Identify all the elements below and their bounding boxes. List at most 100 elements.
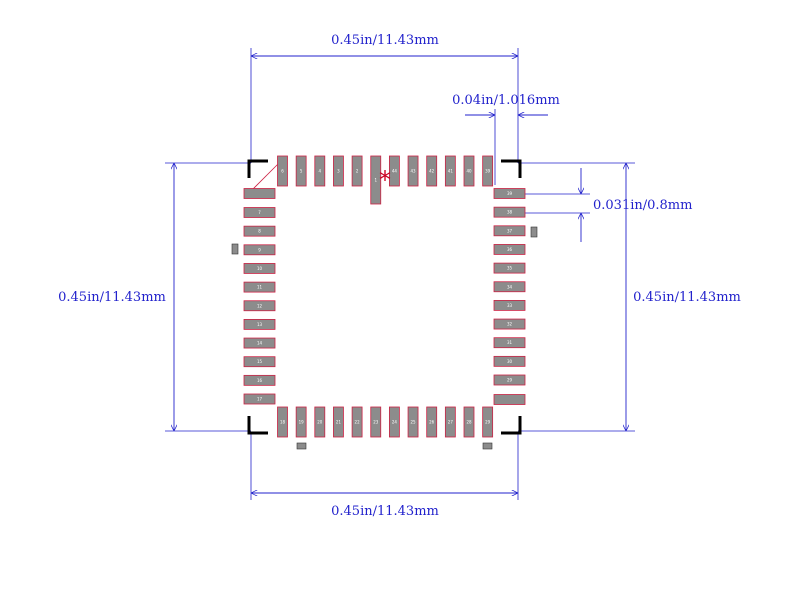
pad-right	[493, 225, 526, 237]
pad-right-label: 36	[507, 247, 513, 252]
right-height-label: 0.45in/11.43mm	[633, 290, 741, 305]
body-corner-marks	[247, 159, 522, 435]
left-height-label: 0.45in/11.43mm	[58, 290, 166, 305]
pad-top	[370, 155, 382, 205]
pad-bottom	[314, 406, 326, 438]
pitch-label: 0.04in/1.016mm	[452, 93, 560, 108]
pad-right-label: 33	[507, 303, 513, 308]
pad-left	[243, 263, 276, 274]
pad-left-label: 15	[257, 359, 263, 364]
pad-right-label: 39	[507, 191, 513, 196]
pad-right-label: 29	[507, 378, 513, 383]
pad-bottom-label: 21	[336, 420, 342, 425]
bottom-width-label: 0.45in/11.43mm	[331, 504, 439, 519]
pad-bottom	[426, 406, 438, 438]
pad-top-label: 39	[485, 169, 491, 174]
pad-bottom-label: 20	[317, 420, 323, 425]
pad-bottom	[333, 406, 344, 438]
pad-left-label: 10	[257, 266, 263, 271]
pad-top-label: 44	[392, 169, 398, 174]
pad-bottom	[277, 406, 288, 438]
pad-left-label: 8	[258, 229, 261, 234]
pad-right	[493, 281, 526, 293]
pad-bottom	[351, 406, 363, 438]
reference-mark-bottom-left	[296, 442, 307, 450]
pad-bottom-label: 28	[466, 420, 472, 425]
pad-left	[243, 225, 276, 237]
pad-bottom-label: 22	[355, 420, 361, 425]
pad-left-label: 16	[257, 378, 263, 383]
pad-top	[314, 155, 326, 187]
pad-left	[243, 374, 276, 386]
pad-right-label: 31	[507, 340, 513, 345]
pad-top	[277, 155, 288, 187]
pad-bottom	[295, 406, 307, 438]
pad-top-label: 41	[448, 169, 454, 174]
pad-bottom-label: 26	[429, 420, 435, 425]
pad-bottom-label: 18	[280, 420, 286, 425]
pad-right	[493, 337, 526, 349]
pad-right-label: 34	[507, 284, 513, 289]
pad-top-label: 42	[429, 169, 435, 174]
pad-bottom-label: 23	[373, 420, 379, 425]
pad-top-label: 6	[281, 169, 284, 174]
pad-top	[463, 155, 475, 187]
pad-right-label: 30	[507, 359, 513, 364]
pad-left-label: 7	[258, 210, 261, 215]
pad-top-label: 43	[411, 169, 417, 174]
pad-bottom	[388, 406, 400, 438]
pad-top	[351, 155, 363, 187]
pad-left	[243, 207, 276, 218]
pad-bottom-label: 24	[392, 420, 398, 425]
pad-left	[243, 393, 276, 405]
pad-top	[444, 155, 456, 187]
pad-right	[493, 299, 526, 311]
pad-left-label: 13	[257, 322, 263, 327]
pad-right	[493, 318, 526, 330]
pad-top	[388, 155, 400, 187]
pad-right	[493, 188, 526, 199]
pad-left-label: 14	[257, 341, 263, 346]
pad-top-label: 2	[356, 169, 359, 174]
pad-bottom-label: 27	[448, 420, 454, 425]
pads-bottom: 18 19 20 21 22 23 24 25 26 27 28 29	[277, 406, 494, 438]
pad-top-label: 5	[300, 169, 303, 174]
pad-top	[295, 155, 307, 187]
pad-right-label: 35	[507, 266, 513, 271]
pad-bottom	[482, 406, 494, 438]
pad-right	[493, 262, 526, 274]
pad-left	[243, 244, 276, 256]
extension-lines	[165, 48, 635, 500]
reference-mark-left	[231, 243, 239, 255]
pad-right-label: 38	[507, 210, 513, 215]
pad-left-label: 12	[257, 303, 263, 308]
pin1-bevel-line	[250, 163, 279, 192]
pad-top-label: 3	[337, 169, 340, 174]
pad-bottom-label: 25	[411, 420, 417, 425]
pad-bottom-label: 19	[299, 420, 305, 425]
pad-top-label: 40	[466, 169, 472, 174]
pad-top	[426, 155, 438, 187]
pad-right	[493, 244, 526, 255]
pad-bottom	[463, 406, 475, 438]
pad-right	[493, 374, 526, 386]
pad-top	[407, 155, 419, 187]
pad-right	[493, 394, 526, 405]
pad-right	[493, 206, 526, 218]
pad-bottom	[407, 406, 419, 438]
dimension-lines	[174, 56, 626, 493]
pad-left-label: 17	[257, 397, 263, 402]
pad-left	[243, 356, 276, 368]
reference-mark-bottom-right	[482, 442, 493, 450]
pad-bottom	[444, 406, 456, 438]
pad-right-label: 37	[507, 228, 513, 233]
reference-mark-right	[530, 226, 538, 238]
pad-right	[493, 355, 526, 367]
pad-bottom-label: 29	[485, 420, 491, 425]
pad-left	[243, 300, 276, 312]
pad-top	[482, 155, 494, 187]
pad-left	[243, 318, 276, 330]
